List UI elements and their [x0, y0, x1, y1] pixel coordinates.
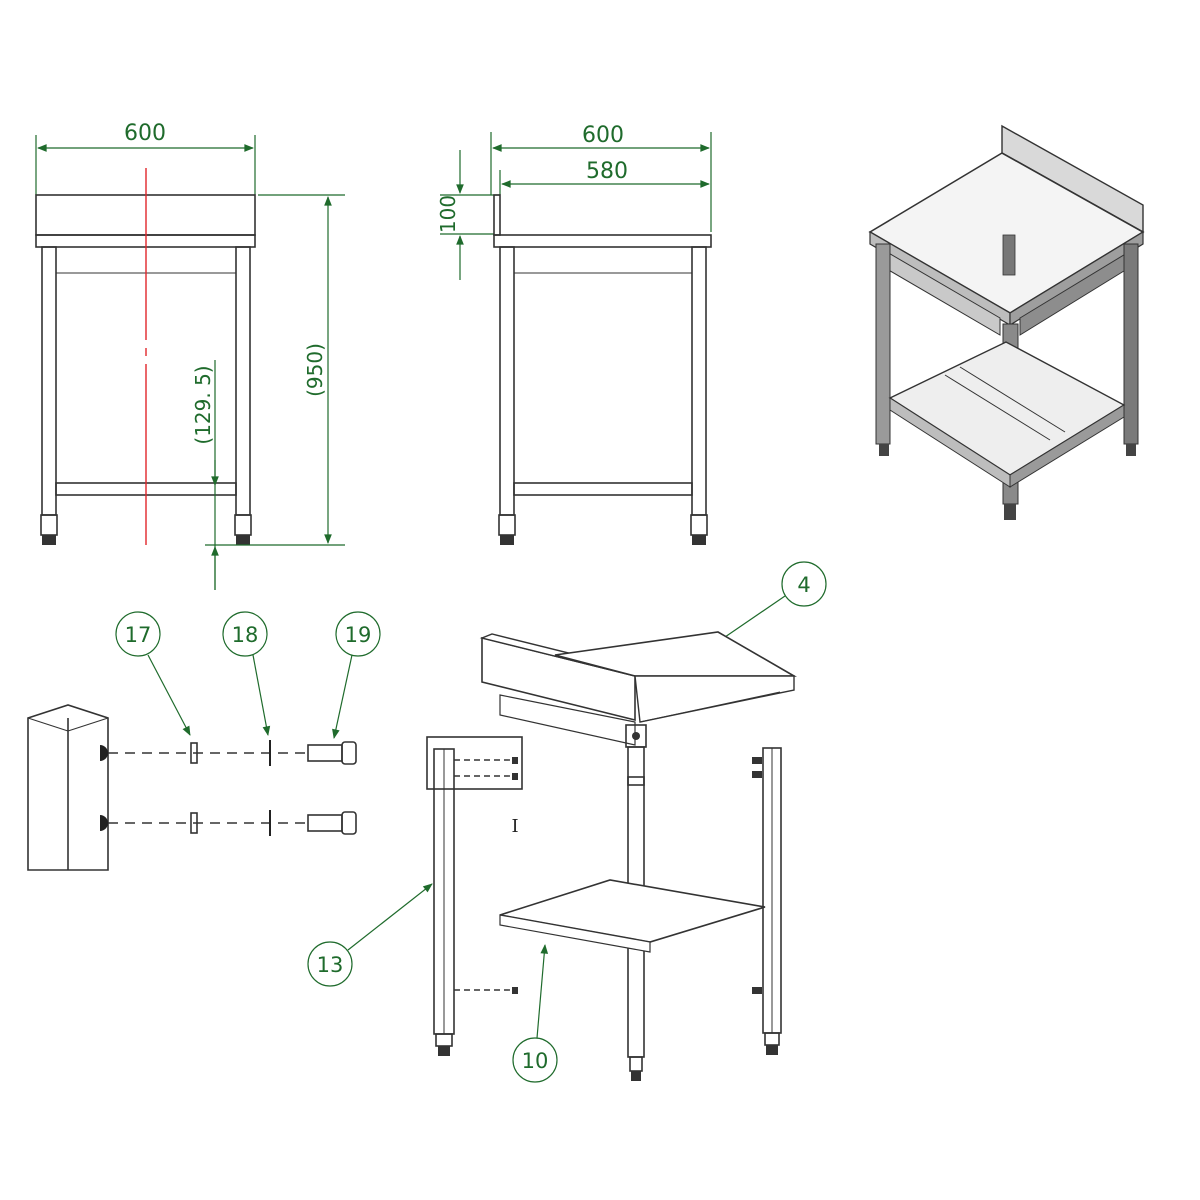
- position-marker: I: [511, 816, 518, 837]
- isometric-view: [868, 124, 1145, 520]
- side-inner-width-label: 580: [586, 159, 628, 184]
- bolt-detail: 17 18 19: [27, 611, 381, 871]
- front-view: 600 (950) (129. 5): [35, 121, 345, 590]
- backsplash-height-label: 100: [436, 195, 460, 233]
- callout-10: 10: [522, 1049, 549, 1073]
- side-view: 600 580 100: [436, 123, 712, 545]
- callout-19: 19: [345, 623, 372, 647]
- callout-17: 17: [125, 623, 152, 647]
- front-width-label: 600: [124, 121, 166, 146]
- side-width-label: 600: [582, 123, 624, 148]
- callout-4: 4: [797, 573, 810, 597]
- leg-height-label: (129. 5): [191, 365, 215, 444]
- callout-13: 13: [317, 953, 344, 977]
- callout-18: 18: [232, 623, 259, 647]
- total-height-label: (950): [303, 343, 327, 397]
- exploded-assembly: 4: [307, 561, 827, 1083]
